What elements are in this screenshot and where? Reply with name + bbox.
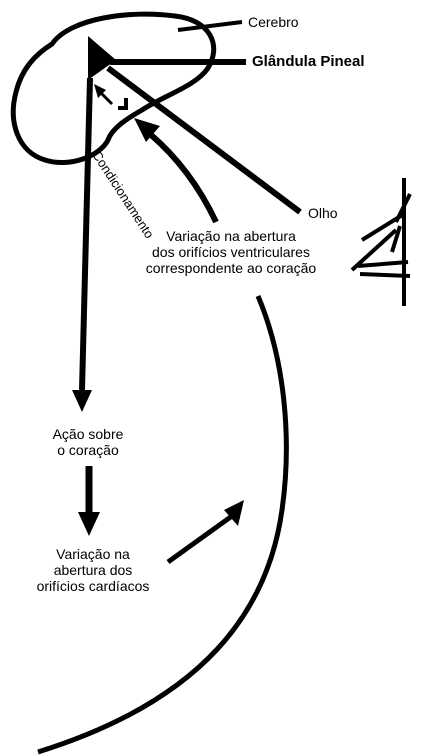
cardiac-variation-line-1: Variação na [56, 546, 130, 562]
cardiac-variation-text: Variação na abertura dos orifícios cardí… [18, 546, 168, 594]
pineal-gland-triangle [88, 36, 116, 80]
eye-sketch [350, 178, 412, 306]
pineal-gland-label: Glândula Pineal [252, 53, 365, 70]
eye-to-pineal-line [106, 65, 302, 215]
ventricular-variation-line-2: dos orifícios ventriculares [152, 244, 310, 260]
descending-arrow-shaft [79, 77, 93, 391]
ventricular-arrow-shaft [148, 131, 219, 224]
cardiac-variation-line-3: orifícios cardíacos [36, 578, 150, 594]
ventricular-variation-text: Variação na abertura dos orifícios ventr… [118, 228, 344, 276]
descending-arrow-head [72, 390, 92, 412]
heart-action-text: Ação sobre o coração [28, 426, 148, 458]
brain-outline [10, 11, 217, 166]
olho-label: Olho [308, 205, 338, 221]
heart-action-line-1: Ação sobre [52, 426, 124, 442]
cerebro-pointer-line [177, 20, 243, 32]
return-curve [37, 295, 289, 755]
ventricular-arrow-head [134, 118, 160, 142]
cerebro-label: Cerebro [248, 14, 299, 30]
conditioning-hook [118, 98, 128, 110]
cardiac-arrow-shaft [166, 513, 234, 565]
heart-action-line-2: o coração [57, 442, 119, 458]
cardiac-arrow-head [224, 500, 244, 526]
action-arrow-head [78, 512, 100, 536]
conditioning-arrow-head [94, 84, 106, 98]
ventricular-variation-line-1: Variação na abertura [166, 228, 296, 244]
ventricular-variation-line-3: correspondente ao coração [145, 260, 317, 276]
cardiac-variation-line-2: abertura dos [53, 562, 133, 578]
